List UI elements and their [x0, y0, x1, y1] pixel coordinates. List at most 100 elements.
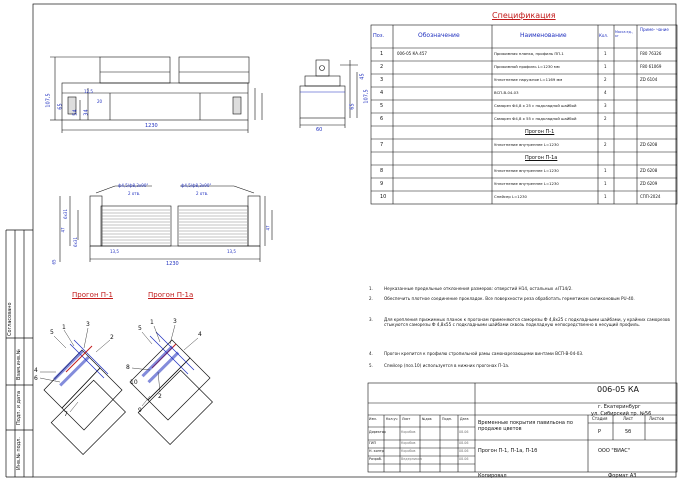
spec-cell-pos: 6 [380, 116, 384, 122]
tb-person-name: Ведерников [401, 457, 422, 461]
spec-cell-name: Прижимной профиль L=1230 мм [494, 64, 560, 69]
spec-cell-qty: 2 [604, 77, 607, 82]
spec-cell-pos: 10 [380, 194, 387, 200]
tb-sheets-label: Листов [649, 416, 664, 421]
tb-sheet-label: Лист [623, 416, 634, 421]
spec-cell-designation: 006-05 КА.457 [397, 51, 427, 56]
plan-hole-left: ф4,5/ф8,3х90° [118, 183, 149, 188]
spec-header-designation: Обозначение [418, 32, 460, 39]
plan-view [59, 185, 273, 262]
spec-cell-note: ZD 6209 [640, 181, 658, 186]
spec-grid [370, 24, 678, 205]
callout-right: 1 [150, 319, 154, 326]
tb-role: Разраб. [369, 457, 382, 461]
stamp-sign-date: Подп. и дата [16, 390, 22, 425]
titleblock-grid [367, 382, 678, 473]
spec-title: Спецификация [492, 11, 556, 20]
note-text: Неуказанные предельные отклонения размер… [384, 286, 573, 291]
spec-cell-qty: 1 [604, 51, 607, 56]
spec-cell-name: Уплотнение внутреннее L=1230 [494, 142, 559, 147]
section-right-glass [141, 345, 180, 384]
spec-cell-qty: 2 [604, 142, 607, 147]
spec-cell-pos: 7 [380, 142, 384, 148]
spec-section-title: Прогон П-1 [525, 129, 555, 135]
tb-stage-label: Стадия [592, 416, 608, 421]
tb-copied: Копировал [478, 473, 507, 479]
callout-left: 3 [86, 321, 90, 328]
spec-cell-qty: 1 [604, 194, 607, 199]
tb-address1: г. Екатеринбург [598, 404, 641, 410]
tb-role: Директор [369, 430, 386, 434]
spec-cell-qty: 2 [604, 116, 607, 121]
front-dim-h4: 34 [83, 109, 90, 116]
stamp-inv-orig: Инв.№ подл. [16, 437, 22, 470]
tb-object: Временные покрытия павильона по продаже … [478, 420, 573, 432]
spec-cell-qty: 1 [604, 168, 607, 173]
tb-person-name: Коробов [401, 430, 416, 434]
spec-cell-name: ВСП-В-04-03 [494, 90, 519, 95]
plan-dim-h3: 6х31 [73, 236, 79, 248]
plan-hatch [102, 209, 247, 244]
spec-cell-pos: 8 [380, 168, 384, 174]
tb-col-header: Кол.уч [386, 417, 398, 421]
tb-person-name: Коробов [401, 449, 416, 453]
spec-cell-pos: 3 [380, 77, 384, 83]
spec-cell-note: ZD 6208 [640, 142, 658, 147]
spec-header-name: Наименование [520, 32, 567, 39]
spec-cell-note: ZD 6208 [640, 168, 658, 173]
spec-cell-pos: 5 [380, 103, 384, 109]
callout-right: 10 [130, 379, 138, 386]
side-dim-width: 60 [316, 127, 323, 133]
stamp-replace: Взам.инв.№ [16, 349, 22, 380]
tb-role: Н. контр [369, 449, 384, 453]
note-number: 3. [369, 317, 373, 322]
tb-address2: ул. Сибирский тр. №56 [591, 411, 652, 417]
spec-cell-note: СПП-2024 [640, 194, 661, 199]
front-dim-w2: 20 [97, 99, 103, 104]
callout-left: 7 [64, 411, 68, 418]
callout-left: 5 [50, 329, 54, 336]
spec-cell-qty: 3 [604, 103, 607, 108]
callout-right: 3 [173, 318, 177, 325]
tb-date: 08.06 [459, 457, 469, 461]
spec-cell-name: Прижимная планка, профиль ПП-1 [494, 51, 564, 56]
tb-date: 08.06 [459, 430, 469, 434]
spec-cell-pos: 2 [380, 64, 384, 70]
note-text: Прогон крепится к профилю стропильной ра… [384, 351, 584, 356]
tb-sheet: 5б [625, 429, 632, 435]
spec-section-title: Прогон П-1а [525, 155, 558, 161]
spec-header-note: Приме- чание [640, 27, 669, 32]
plan-dim-w1: 13,5 [110, 249, 119, 254]
tb-col-header: Лист [402, 417, 411, 421]
plan-hole-left-count: 2 отв. [128, 191, 141, 196]
side-view [299, 59, 358, 128]
tb-date: 08.06 [459, 441, 469, 445]
spec-cell-note: ZD 6104 [640, 77, 658, 82]
spec-cell-note: F80 76326 [640, 51, 662, 56]
tb-code: 006-05 КА [597, 385, 640, 394]
front-dim-length: 1230 [145, 123, 158, 129]
note-number: 1. [369, 286, 373, 291]
side-dim-h2: 45 [359, 73, 366, 80]
spec-cell-name: Спейсер L=1230 [494, 194, 527, 199]
spec-cell-pos: 4 [380, 90, 384, 96]
section-left-title: Прогон П-1 [72, 291, 113, 299]
note-text: Спейсер (поз.10) используется в нижних п… [384, 363, 510, 368]
spec-cell-qty: 1 [604, 64, 607, 69]
spec-cell-name: Уплотнение внутреннее L=1230 [494, 168, 559, 173]
callout-left: 1 [62, 324, 66, 331]
section-leaders [39, 324, 199, 413]
plan-dim-w2: 13,5 [227, 249, 236, 254]
spec-cell-pos: 1 [380, 51, 384, 57]
tb-stage: Р [598, 429, 602, 435]
plan-dim-h1: 6х31 [63, 208, 69, 220]
tb-date: 08.06 [459, 449, 469, 453]
tb-col-header: Подп. [442, 417, 452, 421]
callout-left: 6 [34, 375, 38, 382]
tb-col-header: Дата [460, 417, 469, 421]
plan-hole-right: ф4,5/ф8,3х90° [181, 183, 212, 188]
section-left [43, 339, 126, 455]
front-dim-h3: 54 [72, 109, 79, 116]
